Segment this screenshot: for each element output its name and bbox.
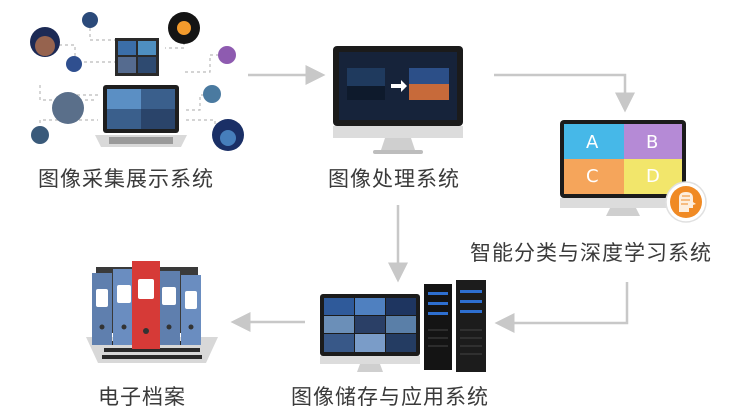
classify-label: 智能分类与深度学习系统 — [470, 241, 712, 265]
monitor-icon — [333, 46, 463, 156]
arrow-classify-to-storage — [494, 282, 629, 333]
server-icon — [320, 280, 490, 375]
arrow-process-to-classify — [494, 73, 635, 113]
laptop-icon — [95, 85, 187, 153]
brain-icon — [664, 180, 708, 224]
quadrant-b-label: B — [646, 132, 659, 153]
archive-label: 电子档案 — [98, 385, 186, 409]
quadrant-a-label: A — [586, 132, 599, 153]
process-label: 图像处理系统 — [328, 167, 460, 191]
collect-label: 图像采集展示系统 — [38, 167, 214, 191]
classify-monitor: A B C D — [560, 120, 686, 220]
binder-icon — [82, 255, 222, 370]
quadrant-c-label: C — [586, 166, 599, 187]
storage-label: 图像储存与应用系统 — [291, 385, 489, 409]
quadrant-d-label: D — [646, 166, 660, 187]
